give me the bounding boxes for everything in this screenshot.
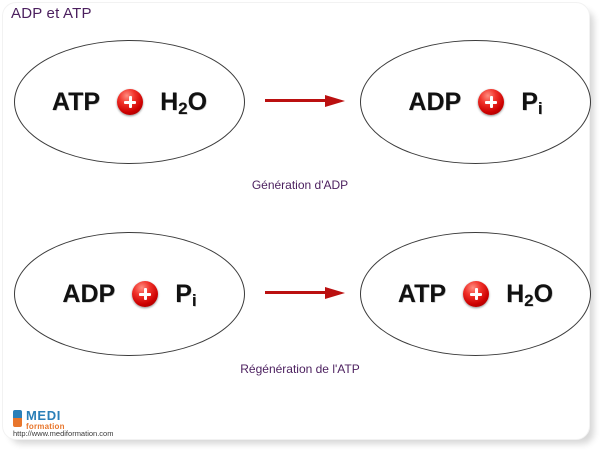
reaction-caption-generation: Génération d'ADP	[251, 178, 349, 192]
reactant-group-row1-left: ATP H2O	[14, 40, 245, 164]
species-tail: O	[533, 279, 554, 308]
arrow-right-icon	[265, 95, 347, 107]
species-label-atp: ATP	[51, 87, 101, 116]
logo-inner: MEDI formation	[13, 409, 65, 432]
species-label-adp: ADP	[62, 279, 116, 308]
species-sub: 2	[524, 290, 534, 310]
product-group-row2-right: ATP H2O	[360, 232, 591, 356]
book-icon-bottom	[13, 418, 22, 427]
species-row: ADP Pi	[361, 41, 590, 163]
species-sub: i	[191, 290, 197, 310]
species-row: ADP Pi	[15, 233, 244, 355]
species-sub: 2	[178, 98, 188, 118]
species-label-h2o: H2O	[506, 279, 554, 310]
species-row: ATP H2O	[361, 233, 590, 355]
book-icon-top	[13, 410, 22, 418]
species-main: P	[521, 87, 538, 116]
arrow-head	[325, 95, 345, 107]
species-sub: i	[537, 98, 543, 118]
arrow-shaft	[265, 291, 328, 295]
reaction-row-regeneration: ADP Pi ATP H2O	[0, 232, 600, 397]
logo-url-link[interactable]: http://www.mediformation.com	[13, 429, 114, 438]
plus-circle-icon	[117, 89, 144, 115]
species-main: P	[175, 279, 192, 308]
book-icon	[13, 410, 22, 427]
species-label-pi: Pi	[521, 87, 543, 118]
logo-name-secondary: formation	[26, 422, 65, 431]
product-group-row1-right: ADP Pi	[360, 40, 591, 164]
plus-circle-icon	[132, 281, 159, 307]
species-tail: O	[187, 87, 208, 116]
species-label-pi: Pi	[175, 279, 197, 310]
logo-name-primary: MEDI	[26, 408, 61, 423]
species-row: ATP H2O	[15, 41, 244, 163]
species-label-adp: ADP	[408, 87, 462, 116]
logo-words: MEDI formation	[26, 409, 65, 432]
arrow-right-icon	[265, 287, 347, 299]
reactant-group-row2-left: ADP Pi	[14, 232, 245, 356]
reaction-caption-regeneration: Régénération de l'ATP	[240, 362, 360, 376]
species-main: H	[506, 279, 525, 308]
species-label-h2o: H2O	[160, 87, 208, 118]
reaction-row-generation: ATP H2O ADP Pi	[0, 40, 600, 210]
species-label-atp: ATP	[397, 279, 447, 308]
page-title: ADP et ATP	[11, 5, 92, 22]
species-main: H	[160, 87, 179, 116]
brand-logo[interactable]: MEDI formation http://www.mediformation.…	[13, 409, 113, 441]
plus-circle-icon	[463, 281, 490, 307]
arrow-shaft	[265, 99, 328, 103]
arrow-head	[325, 287, 345, 299]
plus-circle-icon	[478, 89, 505, 115]
